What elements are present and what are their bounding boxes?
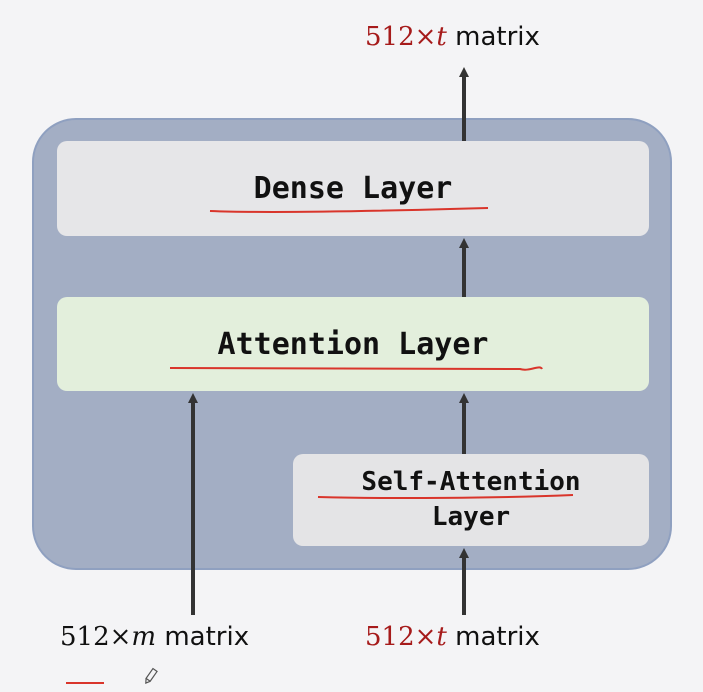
output-label: 512×t matrix [365, 22, 540, 52]
dense-underline [209, 207, 489, 213]
attention-layer-block: Attention Layer [57, 297, 649, 391]
output-suffix: matrix [446, 22, 540, 52]
dense-layer-label: Dense Layer [253, 171, 453, 206]
output-var: t [436, 22, 447, 52]
right-input-label: 512×t matrix [365, 622, 540, 652]
right-input-var: t [436, 622, 447, 652]
left-input-dims: 512× [60, 622, 132, 652]
left-input-var: m [131, 622, 157, 652]
left-input-suffix: matrix [156, 622, 250, 652]
right-input-dims: 512× [365, 622, 437, 652]
self-attention-layer-block: Self-Attention Layer [293, 454, 649, 546]
self-attention-underline [317, 494, 574, 500]
self-attention-label-line1: Self-Attention [361, 466, 581, 497]
right-input-suffix: matrix [446, 622, 540, 652]
dense-layer-block: Dense Layer [57, 141, 649, 236]
attention-layer-label: Attention Layer [217, 326, 489, 362]
output-dims: 512× [365, 22, 437, 52]
self-attention-label-line2: Layer [431, 502, 511, 532]
attention-underline [169, 366, 543, 371]
left-input-label: 512×m matrix [60, 622, 249, 652]
pen-icon [145, 667, 158, 685]
